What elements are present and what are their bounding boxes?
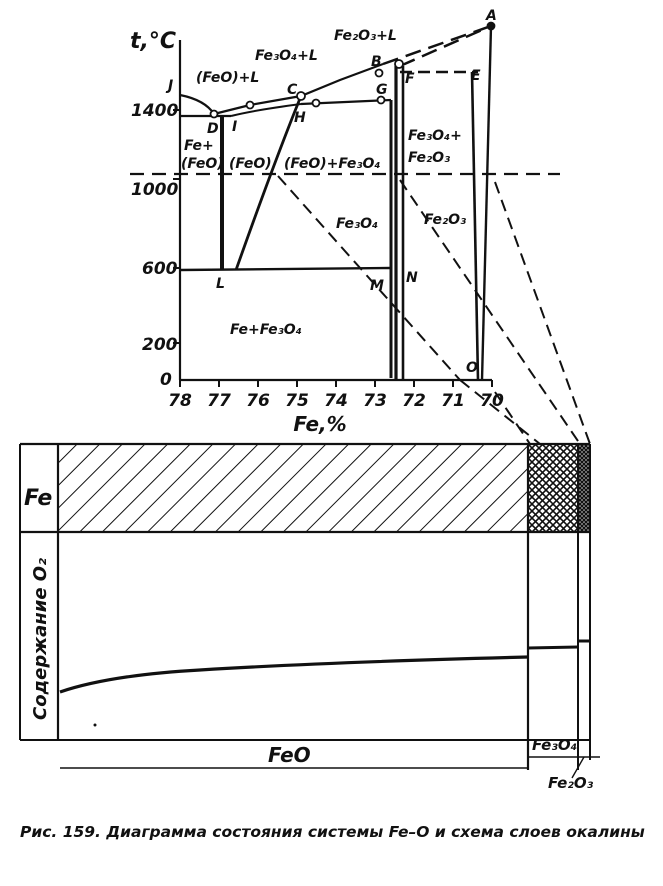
x-tick-label: 70 xyxy=(480,391,504,411)
dashed-f-a xyxy=(399,24,492,68)
point-label-l: L xyxy=(216,276,225,292)
x-tick-label: 73 xyxy=(363,391,387,411)
point-label-m: M xyxy=(370,278,384,294)
phase-label: Fe+ xyxy=(184,138,214,154)
o2-content-label: Содержание O₂ xyxy=(30,558,51,720)
scale-layer-scheme xyxy=(19,442,600,779)
x-tick-label: 71 xyxy=(441,391,465,411)
layer-label-fe2o3: Fe₂O₃ xyxy=(548,774,594,792)
layer-label-feo: FeO xyxy=(268,743,311,767)
liquidus-feo xyxy=(179,93,215,115)
fe2o3-leader xyxy=(571,756,585,779)
layer-fe2o3-hatch xyxy=(578,444,590,532)
layer-label-fe3o4: Fe₃O₄ xyxy=(532,736,577,754)
projection-5 xyxy=(494,391,531,445)
o2-content-curve xyxy=(59,655,529,694)
phase-diagram xyxy=(130,21,591,445)
point-label-f: F xyxy=(405,71,415,87)
o2-step-fe3o4 xyxy=(527,645,579,650)
projection-2 xyxy=(459,379,541,445)
x-tick-label: 74 xyxy=(324,391,348,411)
y-axis-title: t,°C xyxy=(130,29,176,54)
point-label-e: E xyxy=(471,68,481,84)
x-tick-label: 75 xyxy=(285,391,309,411)
dashed-liquidus-to-a xyxy=(382,24,492,66)
boundary-e-o xyxy=(470,71,480,381)
y-tick-label: 200 xyxy=(142,335,178,355)
x-tick-label: 77 xyxy=(207,391,231,411)
phase-label: (FeO) xyxy=(181,156,224,172)
projection-4 xyxy=(494,181,591,445)
y-tick-label: 1400 xyxy=(131,101,178,121)
point-label-a: A xyxy=(485,8,497,24)
layer-feo-hatch xyxy=(58,444,528,532)
phase-label: (FeO)+L xyxy=(196,70,259,86)
x-axis-title: Fe,% xyxy=(293,412,346,436)
fe-layer-label: Fe xyxy=(24,486,52,511)
phase-label: (FeO) xyxy=(229,156,272,172)
phase-label: (FeO)+Fe₃O₄ xyxy=(284,156,381,172)
phase-label: Fe₂O₃+L xyxy=(334,28,397,44)
point-label-h: H xyxy=(294,110,306,126)
phase-label: Fe₃O₄+ xyxy=(408,128,462,144)
phase-label: Fe₂O₃ xyxy=(424,212,466,228)
point-label-n: N xyxy=(406,270,418,286)
eutectoid-600 xyxy=(179,266,392,272)
point-label-g: G xyxy=(376,82,388,98)
point-label-c: C xyxy=(287,82,298,98)
point-label-j: J xyxy=(165,78,173,94)
point-label-i: I xyxy=(232,119,237,135)
solidus-i-h xyxy=(230,103,302,117)
y-tick-label: 0 xyxy=(160,370,172,390)
point-label-o: O xyxy=(466,360,478,376)
boundary-c-l xyxy=(234,95,303,271)
x-tick-label: 76 xyxy=(246,391,270,411)
projection-3 xyxy=(399,179,581,445)
point-label-d: D xyxy=(207,121,219,137)
y-tick-label: 1000 xyxy=(131,180,178,200)
phase-label: Fe₃O₄+L xyxy=(255,48,318,64)
point-label-b: B xyxy=(371,54,382,70)
boundary-a-o xyxy=(480,25,493,381)
x-tick-label: 72 xyxy=(402,391,426,411)
phase-label: Fe+Fe₃O₄ xyxy=(230,322,302,338)
phase-label: Fe₂O₃ xyxy=(408,150,450,166)
projection-1 xyxy=(277,175,461,381)
y-tick-label: 600 xyxy=(142,259,178,279)
phase-label: Fe₃O₄ xyxy=(336,216,378,232)
x-tick-label: 78 xyxy=(168,391,192,411)
layer-fe3o4-hatch xyxy=(528,444,578,532)
figure-caption: Рис. 159. Диаграмма состояния системы Fe… xyxy=(20,823,645,841)
